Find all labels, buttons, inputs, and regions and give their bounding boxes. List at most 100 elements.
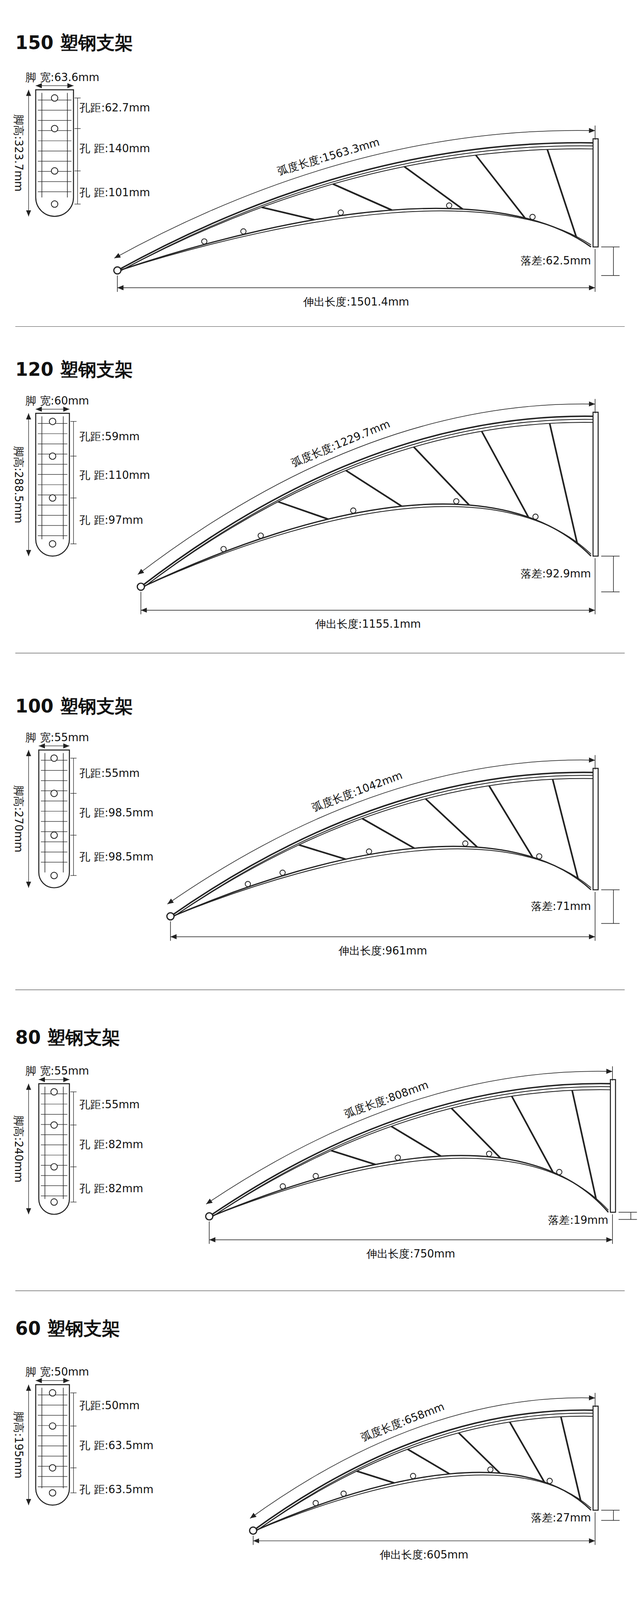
foot-rib bbox=[37, 484, 68, 485]
hole-dimension bbox=[73, 758, 74, 876]
drop: 落差:71mm bbox=[531, 900, 592, 914]
foot-width: 脚 宽:63.6mm bbox=[25, 71, 100, 85]
foot-rib bbox=[62, 1388, 64, 1489]
brace bbox=[560, 1417, 581, 1502]
section-divider bbox=[15, 326, 625, 327]
canopy-sheet bbox=[253, 1410, 596, 1532]
drop-tick bbox=[618, 1219, 637, 1221]
extension-line bbox=[594, 1512, 596, 1546]
bracket-section bbox=[28, 85, 620, 292]
foot-rib bbox=[40, 1175, 68, 1177]
brace bbox=[552, 779, 579, 880]
foot-height-dimension bbox=[28, 413, 29, 557]
tip-cap bbox=[137, 583, 145, 591]
foot-rib bbox=[40, 1155, 68, 1156]
reach-dimension bbox=[170, 936, 596, 938]
foot-height: 脚高:240mm bbox=[12, 1115, 25, 1183]
extension-line bbox=[594, 1393, 596, 1408]
drop: 落差:92.9mm bbox=[520, 567, 591, 581]
foot-hole bbox=[50, 1163, 58, 1171]
brace bbox=[547, 149, 577, 238]
bolt-hole bbox=[487, 1467, 494, 1473]
foot-plate bbox=[38, 1084, 70, 1215]
foot-height: 脚高:323.7mm bbox=[12, 114, 25, 192]
extension-line bbox=[140, 592, 141, 615]
lower-rail bbox=[143, 506, 592, 588]
bolt-hole bbox=[366, 849, 372, 855]
foot-rib bbox=[37, 109, 72, 111]
bracket-section bbox=[28, 1381, 620, 1546]
foot-rib bbox=[40, 852, 68, 853]
arc-dimension bbox=[137, 404, 596, 575]
foot-width-dimension bbox=[38, 1079, 70, 1080]
foot-rib bbox=[37, 443, 68, 445]
section-title: 80 塑钢支架 bbox=[15, 1027, 121, 1050]
foot-hole bbox=[51, 167, 58, 175]
foot-height-dimension bbox=[28, 1385, 29, 1506]
hole-dimension bbox=[73, 421, 74, 545]
foot-hole bbox=[49, 1490, 57, 1497]
foot-height-dimension bbox=[28, 89, 29, 217]
reach-length: 伸出长度:1501.4mm bbox=[303, 295, 409, 309]
brace bbox=[345, 470, 402, 507]
extension-line bbox=[594, 755, 596, 770]
hole-spacing: 孔 距:98.5mm bbox=[79, 807, 154, 821]
foot-rib bbox=[62, 753, 64, 873]
canopy-sheet bbox=[117, 142, 596, 271]
bolt-hole bbox=[280, 1184, 286, 1190]
foot-rib bbox=[40, 780, 68, 781]
foot-rib bbox=[44, 753, 45, 873]
canopy-sheet bbox=[140, 416, 596, 587]
foot-rib bbox=[37, 474, 68, 475]
hole-spacing: 孔距:62.7mm bbox=[79, 101, 150, 115]
extension-line bbox=[117, 275, 118, 292]
bolt-hole bbox=[279, 870, 286, 876]
extension-line bbox=[612, 1214, 613, 1245]
foot-rib bbox=[41, 1388, 43, 1489]
foot-rib bbox=[37, 150, 72, 152]
reach-length: 伸出长度:1155.1mm bbox=[315, 618, 421, 632]
foot-width-dimension bbox=[35, 409, 70, 410]
foot-width: 脚 宽:50mm bbox=[25, 1366, 89, 1380]
foot-hole bbox=[50, 1121, 58, 1129]
foot-rib bbox=[40, 1186, 68, 1187]
extension-line bbox=[170, 921, 171, 942]
section-divider bbox=[15, 989, 625, 991]
foot-rib bbox=[40, 770, 68, 771]
foot-hole bbox=[49, 1423, 57, 1431]
section-title: 120 塑钢支架 bbox=[15, 358, 134, 381]
foot-rib bbox=[62, 416, 64, 540]
drop: 落差:19mm bbox=[548, 1214, 609, 1228]
brace bbox=[356, 1471, 395, 1484]
foot-width-dimension bbox=[35, 1381, 70, 1382]
drop: 落差:62.5mm bbox=[520, 254, 591, 268]
section-title: 60 塑钢支架 bbox=[15, 1317, 121, 1340]
lower-rail bbox=[211, 1158, 609, 1217]
hole-dimension bbox=[73, 1393, 74, 1494]
foot-rib bbox=[40, 811, 68, 812]
extension-line bbox=[208, 1221, 210, 1245]
reach-length: 伸出长度:605mm bbox=[379, 1549, 469, 1562]
canopy-sheet bbox=[209, 1084, 613, 1217]
foot-plate bbox=[38, 750, 70, 888]
lower-rail bbox=[255, 1472, 592, 1532]
upper-rail bbox=[143, 422, 596, 589]
drop-tick bbox=[618, 1212, 637, 1213]
foot-rib bbox=[37, 433, 68, 435]
bolt-hole bbox=[245, 881, 251, 888]
wall-plate bbox=[593, 412, 598, 557]
foot-height: 脚高:195mm bbox=[12, 1411, 25, 1479]
bolt-hole bbox=[220, 546, 227, 552]
drop-tick bbox=[601, 555, 620, 557]
brace bbox=[407, 1449, 450, 1475]
brace bbox=[413, 447, 470, 506]
foot-rib bbox=[40, 821, 68, 822]
brace bbox=[511, 1096, 554, 1173]
drop-dimension bbox=[612, 1510, 614, 1522]
upper-rail bbox=[119, 148, 596, 272]
foot-plate bbox=[35, 89, 74, 217]
foot-rib bbox=[37, 181, 72, 182]
foot-rib bbox=[37, 1435, 68, 1437]
foot-rib bbox=[40, 862, 68, 863]
